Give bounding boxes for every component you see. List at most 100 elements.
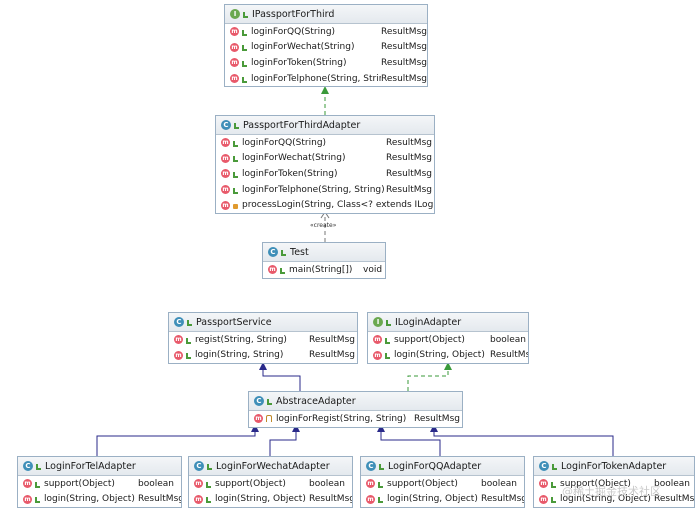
realization-arrowhead bbox=[321, 86, 329, 94]
method-icon: m bbox=[221, 153, 230, 163]
class-name: PassportService bbox=[196, 316, 272, 328]
public-visibility-icon bbox=[378, 497, 383, 504]
method-icon: m bbox=[230, 58, 239, 68]
inheritance-arrowhead bbox=[377, 424, 385, 432]
return-type: ResultMsg bbox=[309, 334, 355, 345]
return-type: ResultMsg bbox=[386, 184, 432, 195]
method-signature: regist(String, String) bbox=[195, 334, 287, 345]
public-visibility-icon bbox=[267, 399, 272, 405]
private-visibility-icon bbox=[233, 203, 238, 209]
public-visibility-icon bbox=[242, 45, 247, 52]
class-icon: C bbox=[23, 461, 33, 471]
public-visibility-icon bbox=[233, 140, 238, 147]
method-signature: login(String, String) bbox=[195, 350, 284, 361]
return-type: ResultMsg bbox=[414, 413, 460, 424]
method-icon: m bbox=[539, 494, 548, 504]
public-visibility-icon bbox=[385, 337, 390, 344]
method-icon: m bbox=[23, 494, 32, 504]
method-icon: m bbox=[268, 265, 277, 275]
public-visibility-icon bbox=[206, 497, 211, 504]
method-signature: loginForTelphone(String, String) bbox=[251, 73, 394, 84]
class-icon: C bbox=[194, 461, 204, 471]
public-visibility-icon bbox=[233, 171, 238, 178]
method-signature: support(Object) bbox=[394, 334, 465, 345]
method-icon: m bbox=[230, 27, 239, 37]
method-signature: loginForToken(String) bbox=[251, 57, 347, 68]
public-visibility-icon bbox=[207, 464, 212, 470]
method-icon: m bbox=[366, 494, 375, 504]
method-icon: m bbox=[194, 494, 203, 504]
return-type: ResultMsg bbox=[386, 168, 432, 179]
method-signature: loginForWechat(String) bbox=[251, 42, 355, 53]
method-icon: m bbox=[194, 479, 203, 489]
public-visibility-icon bbox=[186, 337, 191, 344]
class-name: ILoginAdapter bbox=[395, 316, 462, 328]
method-signature: login(String, Object) bbox=[215, 494, 306, 505]
method-row[interactable]: m regist(String, String) ResultMsg bbox=[169, 332, 357, 348]
class-icon: C bbox=[221, 120, 231, 130]
method-icon: m bbox=[174, 350, 183, 360]
class-header: C LoginForWechatAdapter bbox=[189, 457, 352, 476]
class-name: LoginForWechatAdapter bbox=[216, 460, 330, 472]
method-icon: m bbox=[230, 74, 239, 84]
class-name: IPassportForThird bbox=[252, 8, 335, 20]
class-name: PassportForThirdAdapter bbox=[243, 119, 361, 131]
method-icon: m bbox=[174, 335, 183, 345]
class-box-ipassport[interactable]: I IPassportForThird m loginForQQ(String) Res… bbox=[224, 4, 428, 88]
public-visibility-icon bbox=[378, 481, 383, 488]
method-signature: login(String, Object) bbox=[394, 350, 485, 361]
return-type: ResultMsg bbox=[386, 137, 432, 148]
return-type: ResultMsg bbox=[381, 42, 427, 53]
watermark-text: @稀土掘金技术社区 bbox=[562, 485, 661, 498]
public-visibility-icon bbox=[551, 481, 556, 488]
class-name: LoginForTokenAdapter bbox=[561, 460, 667, 472]
public-visibility-icon bbox=[242, 76, 247, 83]
interface-icon: I bbox=[230, 9, 240, 19]
public-visibility-icon bbox=[386, 320, 391, 326]
method-signature: loginForQQ(String) bbox=[251, 26, 336, 37]
public-visibility-icon bbox=[551, 497, 556, 504]
inheritance-arrowhead bbox=[292, 424, 300, 432]
protected-visibility-icon bbox=[266, 415, 272, 423]
return-type: ResultMsg bbox=[138, 494, 182, 505]
class-name: Test bbox=[290, 246, 309, 258]
public-visibility-icon bbox=[385, 353, 390, 360]
method-signature: support(Object) bbox=[387, 478, 458, 489]
public-visibility-icon bbox=[242, 29, 247, 36]
